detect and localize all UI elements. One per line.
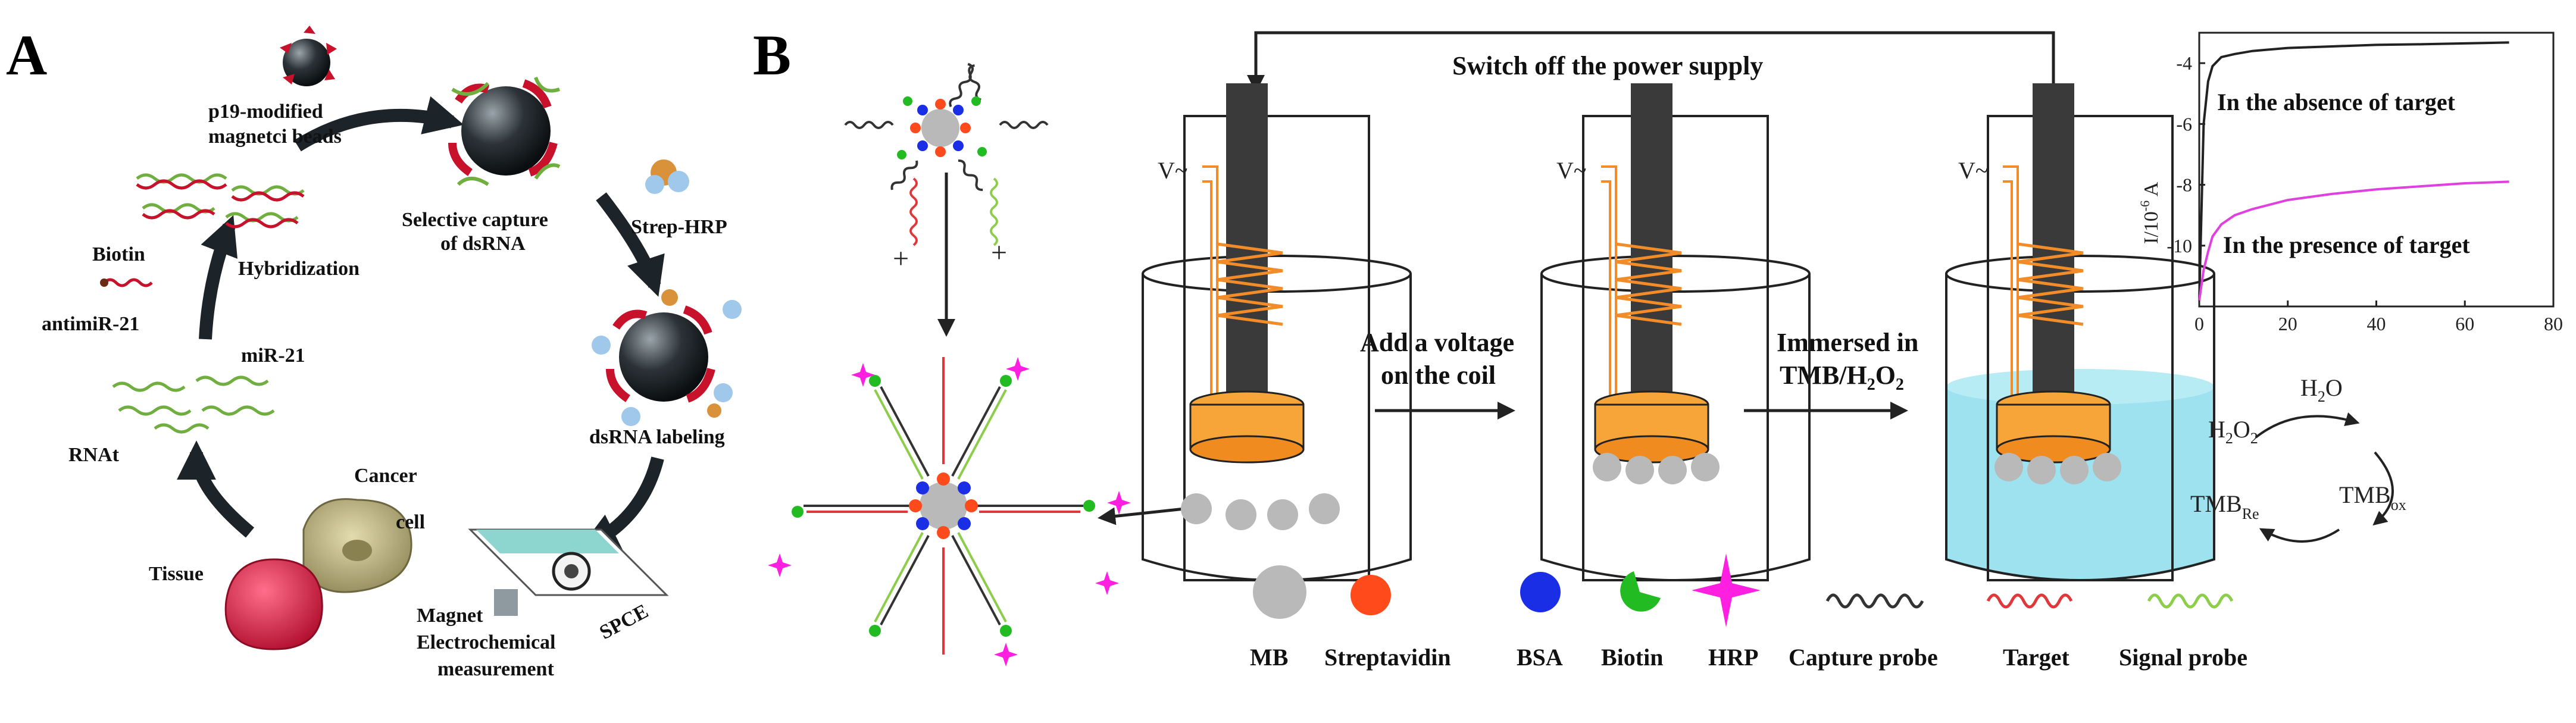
h2o2-text: H2O2 [2208, 416, 2258, 447]
y-tick-label: -6 [2176, 113, 2192, 134]
p19-beads-label: magnetci beads [208, 126, 342, 148]
current-chart: I/10-6 A In the absence of target In the… [2137, 32, 2563, 334]
switch-off-label: Switch off the power supply [1452, 51, 1763, 80]
h2o-text: H2O [2300, 374, 2343, 405]
chart-annotation: In the absence of target [2217, 89, 2456, 115]
legend-label: MB [1250, 644, 1288, 671]
labeled-bead-icon [592, 289, 742, 426]
beaker-step-2: V~ [1540, 83, 1811, 581]
legend-streptavidin-icon [1350, 575, 1391, 615]
legend-hrp-icon [1692, 553, 1761, 627]
tmb-reaction: H2O2 H2O TMBRe TMBox [2190, 374, 2406, 543]
capture-label: of dsRNA [440, 233, 526, 255]
x-tick-label: 60 [2455, 313, 2474, 334]
p19-bead-icon [280, 26, 337, 86]
antimir-label: antimiR-21 [42, 313, 139, 335]
biotin-label: Biotin [92, 243, 145, 265]
panel-b: B + + [753, 23, 2563, 671]
tissue-icon [224, 558, 323, 650]
legend-mb-icon [1253, 565, 1306, 619]
biotin-dot [100, 278, 108, 287]
mir21-label: miR-21 [241, 345, 305, 367]
legend-target-icon [1986, 593, 2073, 609]
x-tick-label: 20 [2278, 313, 2297, 334]
tissue-label: Tissue [149, 563, 204, 585]
capture-label: Selective capture [402, 209, 548, 231]
legend-label: Streptavidin [1324, 644, 1451, 671]
legend-biotin-icon [1620, 571, 1661, 612]
beaker-step-1: V~ [1142, 83, 1412, 581]
panel-b-label: B [753, 23, 791, 87]
panel-a-label: A [6, 23, 47, 87]
signal-strand [990, 177, 998, 246]
beaker-step-3: V~ [1945, 83, 2215, 581]
x-tick-label: 0 [2194, 313, 2204, 334]
cancer-label: cell [396, 511, 425, 533]
legend-label: Biotin [1601, 644, 1663, 671]
cycle-arrow [294, 96, 464, 152]
hybridization-label: Hybridization [238, 258, 359, 280]
y-tick-label: -4 [2176, 52, 2192, 74]
labeling-label: dsRNA labeling [589, 426, 725, 448]
cycle-arrow [199, 215, 238, 340]
spce-label: SPCE [596, 600, 652, 644]
measure-label: measurement [437, 658, 554, 680]
add-voltage-label: on the coil [1381, 361, 1496, 390]
legend-signal-icon [2147, 593, 2234, 609]
p19-beads-label: p19-modified [208, 101, 323, 123]
strep-hrp-icon [645, 159, 689, 194]
immersed-label: Immersed in [1777, 328, 1918, 357]
antimir-strand [103, 278, 153, 287]
plus-sign: + [893, 243, 909, 274]
voltage-label: V~ [1958, 157, 1989, 184]
hybrid-strands [136, 173, 305, 229]
voltage-label: V~ [1556, 157, 1587, 184]
probe-assembly-bottom [768, 357, 1131, 666]
legend: MB Streptavidin BSA Biotin HRP Capture p… [1250, 553, 2247, 671]
strep-hrp-label: Strep-HRP [631, 216, 727, 238]
legend-label: HRP [1708, 644, 1758, 671]
y-tick-label: -10 [2167, 235, 2192, 256]
cycle-arrow [596, 192, 665, 297]
target-strand [909, 177, 918, 246]
tmb-ox-text: TMBox [2339, 481, 2406, 514]
y-tick-label: -8 [2176, 174, 2192, 196]
legend-label: Signal probe [2119, 644, 2247, 671]
x-tick-label: 40 [2367, 313, 2386, 334]
chart-ylabel: I/10-6 A [2137, 181, 2162, 244]
legend-capture-icon [1825, 593, 1924, 609]
legend-label: BSA [1517, 644, 1563, 671]
add-voltage-label: Add a voltage [1360, 328, 1514, 357]
cancer-cell-icon [302, 498, 412, 593]
voltage-label: V~ [1158, 157, 1188, 184]
captured-bead-icon [448, 76, 561, 186]
spce-icon [468, 528, 669, 616]
rnat-strands [112, 375, 275, 434]
immersed-label: TMB/H2O2 [1780, 361, 1904, 394]
rnat-label: RNAt [68, 444, 120, 466]
chart-annotation: In the presence of target [2223, 231, 2470, 258]
measure-label: Electrochemical [417, 631, 556, 653]
magnet-label: Magnet [417, 605, 483, 627]
x-tick-label: 80 [2544, 313, 2563, 334]
legend-bsa-icon [1520, 572, 1561, 612]
legend-label: Capture probe [1789, 644, 1938, 671]
cycle-arrow [177, 440, 255, 538]
chart-frame [2198, 32, 2555, 308]
legend-label: Target [2003, 644, 2070, 671]
plus-sign: + [991, 237, 1007, 268]
feedback-line [1247, 31, 2055, 104]
tmb-re-text: TMBRe [2190, 490, 2259, 522]
cancer-label: Cancer [354, 465, 417, 487]
series-line-0 [2198, 41, 2509, 301]
panel-a: A p19-modified magnetci beads Selective … [6, 23, 742, 680]
series-line-1 [2198, 180, 2509, 301]
probe-assembly-top [844, 62, 1049, 192]
